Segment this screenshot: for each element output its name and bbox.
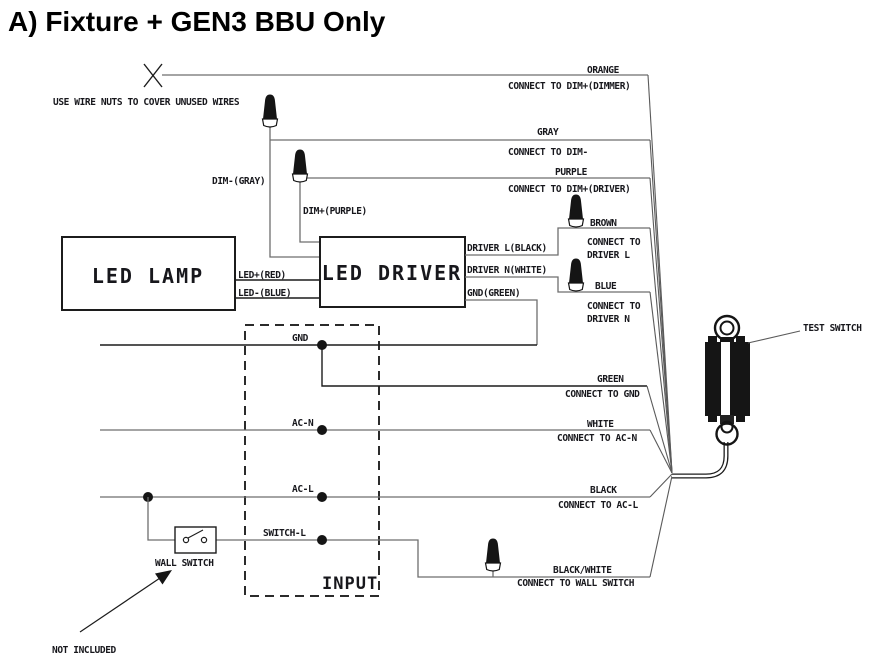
wire-switch-l xyxy=(147,475,673,578)
wall-switch-symbol xyxy=(174,526,217,554)
junction-dot xyxy=(317,535,327,545)
wire-color-label: PURPLE xyxy=(555,167,588,178)
wall-switch-label: WALL SWITCH xyxy=(155,558,214,569)
wire-nut-icon xyxy=(567,258,585,292)
wire-blue xyxy=(465,276,673,474)
wire-color-label: GRAY xyxy=(537,127,559,138)
wire-color-label: ORANGE xyxy=(587,65,620,76)
wire-color-label: BLACK/WHITE xyxy=(553,565,612,576)
wire-brown xyxy=(465,227,673,474)
test-switch-leader-line xyxy=(747,330,801,344)
wire-nut-icon xyxy=(291,149,309,183)
wire-connect-label: CONNECT TO AC-N xyxy=(557,433,637,444)
gnd-green-label: GND(GREEN) xyxy=(467,288,520,299)
wire-nut-icon xyxy=(261,94,279,128)
wire-connect-label2: DRIVER N xyxy=(587,314,630,325)
wire-connect-label: CONNECT TO GND xyxy=(565,389,640,400)
test-switch-bottom-ring xyxy=(715,422,739,446)
wire-connect-label: CONNECT TO DIM- xyxy=(508,147,588,158)
wire-connect-label: CONNECT TO xyxy=(587,237,641,248)
led-driver-label: LED DRIVER xyxy=(322,261,462,285)
test-switch-label: TEST SWITCH xyxy=(803,323,862,334)
wire-color-label: BROWN xyxy=(590,218,617,229)
wire-connect-label2: DRIVER L xyxy=(587,250,630,261)
test-switch-device xyxy=(672,314,801,479)
junction-dot xyxy=(317,492,327,502)
wire-connect-label: CONNECT TO xyxy=(587,301,641,312)
test-switch-cable xyxy=(672,442,729,479)
led-driver-box xyxy=(319,236,466,308)
dim-minus-label: DIM-(GRAY) xyxy=(212,176,265,187)
wire-connect-label: CONNECT TO WALL SWITCH xyxy=(517,578,635,589)
page-title: A) Fixture + GEN3 BBU Only xyxy=(8,6,386,37)
wire-color-label: BLACK xyxy=(590,485,617,496)
wire-nut-icon xyxy=(567,194,585,228)
ac-l-input-label: AC-L xyxy=(292,484,314,495)
wire-connect-label: CONNECT TO AC-L xyxy=(558,500,638,511)
wire-gnd-main xyxy=(100,340,673,474)
wire-color-label: WHITE xyxy=(587,419,614,430)
wire-connect-label: CONNECT TO DIM+(DRIVER) xyxy=(508,184,630,195)
led-plus-label: LED+(RED) xyxy=(238,270,286,281)
junction-dot xyxy=(317,340,327,350)
wire-color-label: GREEN xyxy=(597,374,624,385)
wire-nut-icon xyxy=(484,538,502,572)
driver-l-label: DRIVER L(BLACK) xyxy=(467,243,547,254)
not-included-label: NOT INCLUDED xyxy=(52,645,117,656)
wire-gnd-green-driver xyxy=(465,299,538,345)
ac-n-input-label: AC-N xyxy=(292,418,314,429)
note-use-wire-nuts: USE WIRE NUTS TO COVER UNUSED WIRES xyxy=(53,97,240,108)
dim-plus-label: DIM+(PURPLE) xyxy=(303,206,367,217)
led-minus-label: LED-(BLUE) xyxy=(238,288,291,299)
gnd-input-label: GND xyxy=(292,333,309,344)
not-included-arrow-icon xyxy=(79,570,172,633)
cut-mark-x-icon xyxy=(143,63,163,88)
junction-dot xyxy=(317,425,327,435)
driver-n-label: DRIVER N(WHITE) xyxy=(467,265,547,276)
test-switch-top-ring xyxy=(713,314,741,342)
wire-ac-n xyxy=(100,425,673,474)
input-dashed-box xyxy=(244,324,380,597)
wire-color-label: BLUE xyxy=(595,281,617,292)
switch-l-input-label: SWITCH-L xyxy=(263,528,306,539)
led-lamp-box xyxy=(61,236,236,311)
wire-purple xyxy=(299,177,673,474)
input-label: INPUT xyxy=(322,574,378,594)
led-lamp-label: LED LAMP xyxy=(92,264,204,288)
wire-connect-label: CONNECT TO DIM+(DIMMER) xyxy=(508,81,630,92)
wire-ac-l xyxy=(100,473,673,502)
